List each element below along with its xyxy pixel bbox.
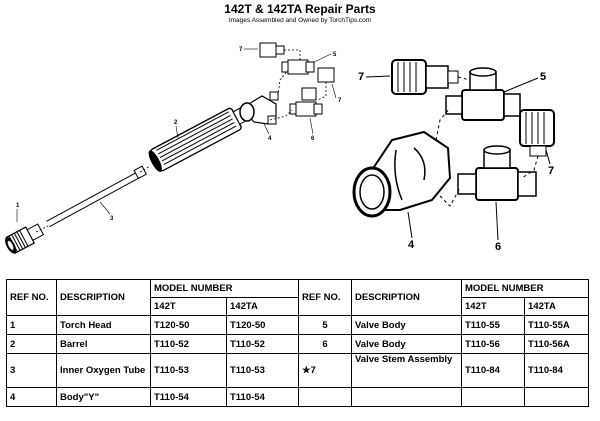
cell-description: Torch Head bbox=[56, 315, 151, 335]
closeup-lower-stem-drawing bbox=[519, 109, 555, 157]
header-model-number-right: MODEL NUMBER bbox=[461, 279, 589, 298]
barrel-drawing bbox=[148, 106, 250, 172]
closeup-callout-7b: 7 bbox=[548, 165, 554, 177]
cell-142t bbox=[461, 387, 525, 407]
cell-142t: T110-84 bbox=[461, 353, 525, 388]
header-142ta-right: 142TA bbox=[524, 297, 589, 316]
body-y-drawing bbox=[239, 91, 279, 125]
table-row: 3 Inner Oxygen Tube T110-53 T110-53 ★7 V… bbox=[6, 353, 589, 388]
cell-ref: 6 bbox=[298, 334, 352, 354]
torch-head-drawing bbox=[5, 223, 45, 255]
lower-valve-drawing bbox=[289, 87, 323, 117]
copyright-notice: Images Assembled and Owned by TorchTips.… bbox=[228, 17, 372, 24]
cell-ref: ★7 bbox=[298, 353, 352, 388]
closeup-callout-7a: 7 bbox=[358, 71, 364, 83]
callout-3: 3 bbox=[110, 216, 114, 222]
closeup-callout-5: 5 bbox=[540, 71, 546, 83]
cell-142ta: T110-55A bbox=[524, 315, 589, 335]
header-ref-no-left: REF NO. bbox=[6, 279, 57, 316]
assembly-guide-lines bbox=[35, 49, 327, 233]
cell-ref: 2 bbox=[6, 334, 57, 354]
cell-142t: T110-52 bbox=[150, 334, 227, 354]
callout-6: 6 bbox=[311, 136, 315, 142]
cell-142ta: T120-50 bbox=[226, 315, 299, 335]
callout-7a: 7 bbox=[239, 47, 243, 53]
closeup-body-y-drawing bbox=[352, 130, 452, 218]
exploded-parts-diagram: 1 2 3 4 5 6 7 7 bbox=[5, 42, 555, 255]
cell-description: Valve Stem Assembly bbox=[351, 353, 462, 388]
closeup-upper-valve-body-drawing bbox=[445, 67, 521, 121]
cell-142ta: T110-53 bbox=[226, 353, 299, 388]
header-description-left: DESCRIPTION bbox=[56, 279, 151, 316]
header-ref-no-right: REF NO. bbox=[298, 279, 352, 316]
cell-description: Inner Oxygen Tube bbox=[56, 353, 151, 388]
cell-142t: T110-54 bbox=[150, 387, 227, 407]
cell-ref: 3 bbox=[6, 353, 57, 388]
cell-142ta bbox=[524, 387, 589, 407]
cell-142ta: T110-52 bbox=[226, 334, 299, 354]
upper-valve-drawing bbox=[259, 42, 335, 83]
header-142t-right: 142T bbox=[461, 297, 525, 316]
cell-142ta: T110-54 bbox=[226, 387, 299, 407]
callout-7b: 7 bbox=[338, 98, 342, 104]
page-title: 142T & 142TA Repair Parts bbox=[224, 2, 376, 16]
inner-oxygen-tube-drawing bbox=[46, 165, 147, 228]
cell-description: Barrel bbox=[56, 334, 151, 354]
header-142t-left: 142T bbox=[150, 297, 227, 316]
table-row: 2 Barrel T110-52 T110-52 6 Valve Body T1… bbox=[6, 334, 589, 354]
closeup-callouts: 7 5 4 6 7 bbox=[358, 71, 554, 253]
cell-description bbox=[351, 387, 462, 407]
cell-142t: T110-55 bbox=[461, 315, 525, 335]
callout-5: 5 bbox=[333, 52, 337, 58]
cell-description: Valve Body bbox=[351, 315, 462, 335]
cell-142t: T110-56 bbox=[461, 334, 525, 354]
cell-142ta: T110-84 bbox=[524, 353, 589, 388]
cell-ref: 5 bbox=[298, 315, 352, 335]
small-view-callouts: 1 2 3 4 5 6 7 7 bbox=[16, 47, 342, 222]
callout-2: 2 bbox=[174, 120, 178, 126]
closeup-upper-stem-drawing bbox=[391, 59, 459, 95]
header-model-number-left: MODEL NUMBER bbox=[150, 279, 299, 298]
cell-142t: T120-50 bbox=[150, 315, 227, 335]
cell-ref: 4 bbox=[6, 387, 57, 407]
cell-ref bbox=[298, 387, 352, 407]
valve-closeup-view: 7 5 4 6 7 bbox=[352, 59, 555, 253]
table-row: 1 Torch Head T120-50 T120-50 5 Valve Bod… bbox=[6, 315, 589, 335]
callout-1: 1 bbox=[16, 203, 20, 209]
table-row: 4 Body"Y" T110-54 T110-54 bbox=[6, 387, 589, 407]
cell-142ta: T110-56A bbox=[524, 334, 589, 354]
header-description-right: DESCRIPTION bbox=[351, 279, 462, 316]
cell-description: Valve Body bbox=[351, 334, 462, 354]
closeup-callout-4: 4 bbox=[408, 239, 415, 251]
closeup-callout-6: 6 bbox=[495, 241, 501, 253]
closeup-lower-valve-body-drawing bbox=[457, 145, 537, 201]
header-142ta-left: 142TA bbox=[226, 297, 299, 316]
cell-description: Body"Y" bbox=[56, 387, 151, 407]
parts-table: REF NO. DESCRIPTION MODEL NUMBER REF NO.… bbox=[6, 279, 589, 407]
callout-4: 4 bbox=[268, 136, 272, 142]
cell-ref: 1 bbox=[6, 315, 57, 335]
cell-142t: T110-53 bbox=[150, 353, 227, 388]
